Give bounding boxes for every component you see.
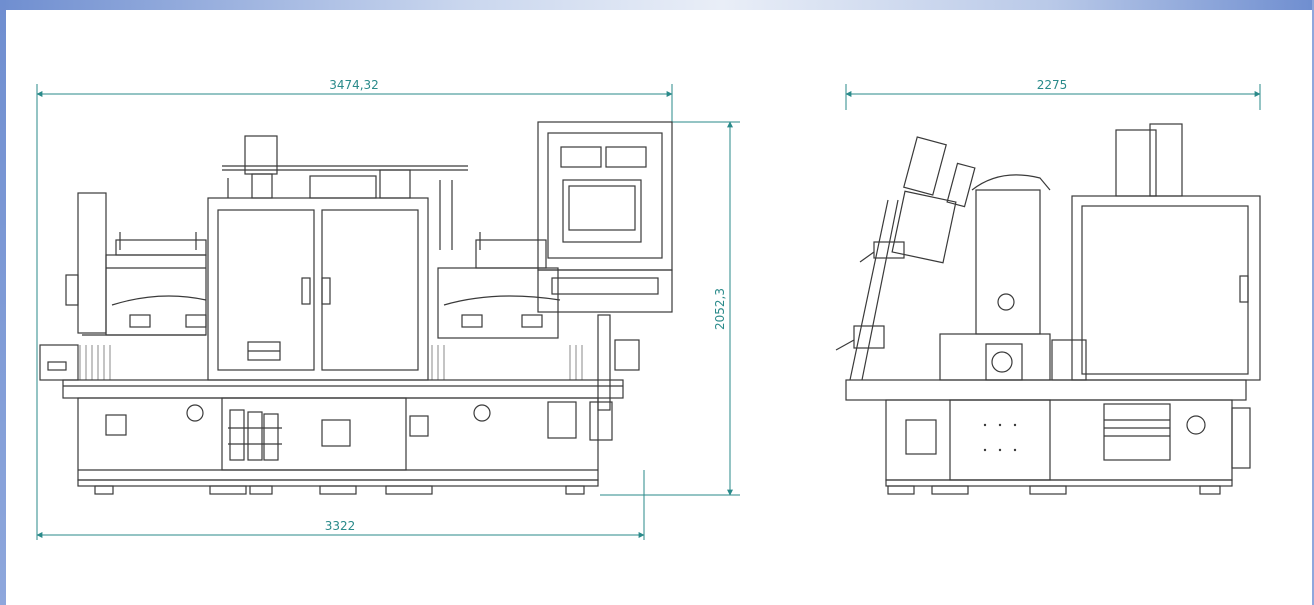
header-accent-bar [0, 0, 1314, 10]
depth-label: 2275 [1037, 78, 1068, 92]
base-right-port [473, 404, 491, 422]
side-table-top [845, 379, 1247, 401]
side-base-dots [983, 423, 1017, 452]
left-door-handle [301, 277, 311, 305]
height-label: 2052,3 [713, 288, 727, 330]
front-view: 3474,32 3322 2052,3 [36, 78, 740, 540]
cabinet-left-door [217, 209, 315, 371]
right-spring-texture [431, 345, 583, 380]
left-work-station [105, 254, 207, 336]
overall-width-label: 3474,32 [329, 78, 379, 92]
dimension-overall-width [36, 84, 673, 540]
right-accent-bar [1312, 0, 1314, 605]
side-view: 2275 [835, 78, 1261, 495]
side-inclined-guide [849, 199, 889, 381]
front-feet [94, 485, 585, 495]
keypad-right [605, 146, 647, 168]
base-left-port [186, 404, 204, 422]
dimension-depth [845, 84, 1261, 110]
right-motor [547, 401, 577, 439]
left-guard [77, 192, 107, 334]
keypad-left [560, 146, 602, 168]
control-lower-panel [537, 269, 673, 313]
base-width-label: 3322 [325, 519, 356, 533]
left-motor [39, 344, 79, 381]
right-column [597, 314, 611, 411]
right-door-handle [321, 277, 331, 305]
base-center-cabinet [221, 397, 407, 471]
control-panel [537, 121, 673, 271]
top-motor [244, 135, 278, 175]
left-spring-texture [79, 345, 111, 380]
side-drawer [1103, 403, 1171, 461]
dimension-base-width [36, 470, 645, 540]
table-top [62, 379, 624, 399]
control-screen [562, 179, 642, 243]
center-cabinet [207, 197, 429, 381]
side-column [975, 189, 1041, 335]
dimension-height [600, 121, 740, 496]
side-base-frame [885, 399, 1233, 481]
side-spindle [991, 351, 1013, 373]
left-accent-bar [0, 0, 6, 605]
side-enclosure [1071, 195, 1261, 381]
side-upper-head [891, 190, 957, 264]
cabinet-right-door [321, 209, 419, 371]
side-enclosure-handle [1239, 275, 1249, 303]
side-base-port [1186, 415, 1206, 435]
side-top-box [1115, 129, 1157, 197]
base-frame [77, 397, 599, 481]
side-feet [887, 485, 1221, 495]
